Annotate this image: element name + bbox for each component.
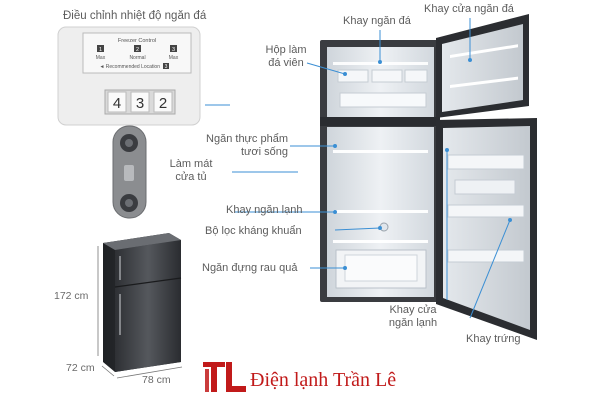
dial-digit: 2	[159, 95, 167, 112]
label-fresh-food-line2: tươi sống	[241, 145, 288, 158]
label-ice-tray: Hộp làm đá viên	[262, 44, 310, 69]
depth-dimension: 72 cm	[66, 362, 95, 374]
label-antibacterial-filter: Bộ lọc kháng khuẩn	[205, 225, 302, 237]
width-dimension: 78 cm	[142, 374, 171, 386]
recommended-location-text: ◄ Recommended Location	[99, 64, 160, 70]
freezer-option-label: Max	[96, 55, 106, 61]
label-fridge-door-shelf-line2: ngăn lạnh	[388, 316, 438, 329]
label-egg-tray: Khay trứng	[466, 333, 521, 345]
label-door-cooling-line2: cửa tủ	[175, 170, 207, 183]
freezer-option-label: Normal	[129, 55, 145, 61]
brand-name: Điện lạnh Trần Lê	[250, 369, 397, 391]
label-door-cooling: Làm mát cửa tủ	[160, 158, 222, 183]
dial-digit: 3	[136, 95, 144, 112]
label-ice-tray-line1: Hộp làm	[265, 44, 307, 56]
freezer-option-label: Max	[169, 55, 179, 61]
label-door-cooling-line1: Làm mát	[169, 158, 213, 170]
label-fresh-food-line1: Ngăn thực phẩm	[206, 133, 288, 145]
freezer-control-title: Freezer Control	[118, 38, 156, 44]
label-fridge-door-shelf: Khay cửa ngăn lạnh	[383, 304, 443, 329]
height-dimension: 172 cm	[54, 290, 89, 302]
label-vegetable-drawer: Ngăn đựng rau quả	[202, 262, 298, 274]
label-fridge-door-shelf-line1: Khay cửa	[389, 304, 437, 316]
recommended-location-number: 3	[165, 64, 168, 70]
label-freezer-temp-adjust: Điều chỉnh nhiệt độ ngăn đá	[63, 10, 207, 22]
label-fresh-food: Ngăn thực phẩm tươi sống	[200, 133, 288, 158]
label-freezer-shelf: Khay ngăn đá	[343, 15, 411, 27]
freezer-option-number: 1	[99, 47, 102, 53]
freezer-option-number: 2	[136, 47, 139, 53]
label-fridge-shelf: Khay ngăn lạnh	[226, 204, 303, 216]
dial-digit: 4	[113, 95, 121, 112]
label-freezer-door-shelf: Khay cửa ngăn đá	[424, 3, 514, 15]
freezer-option-number: 3	[172, 47, 175, 53]
label-ice-tray-line2: đá viên	[268, 56, 304, 69]
